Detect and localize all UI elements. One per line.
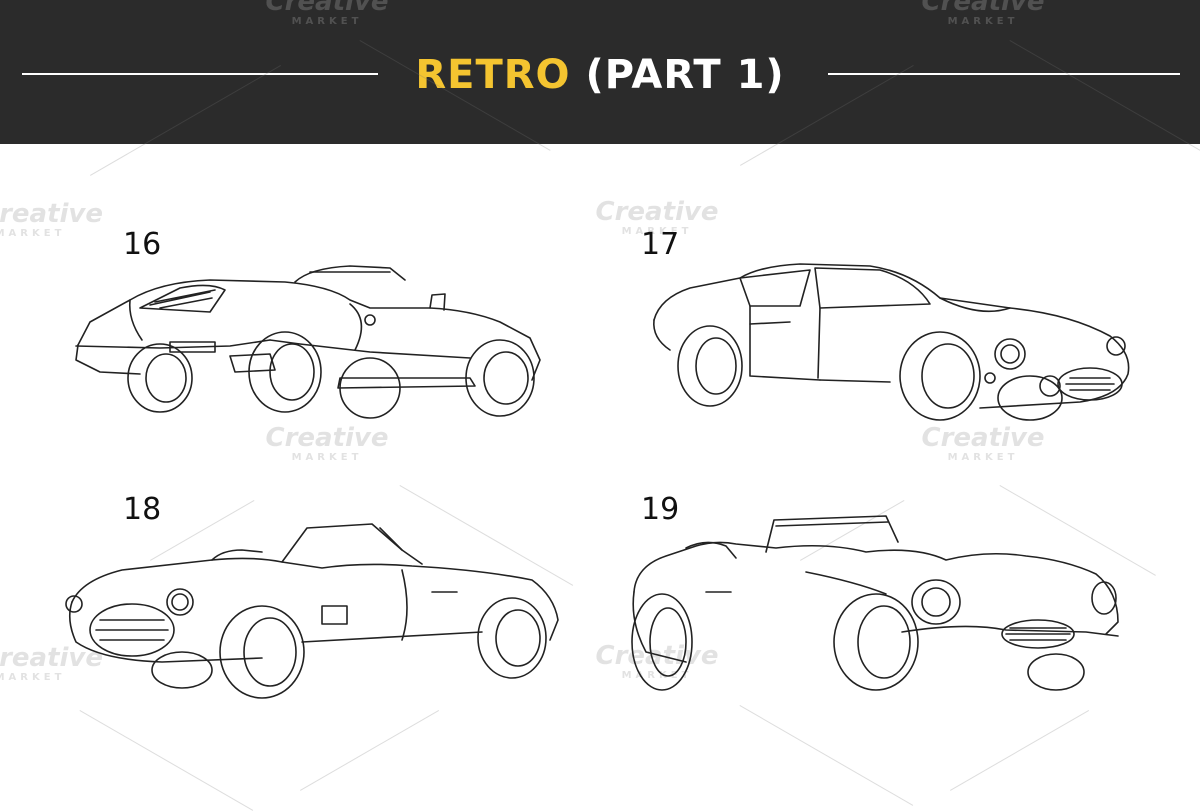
title-accent: RETRO xyxy=(415,52,570,98)
watermark-brand: Creative xyxy=(918,0,1048,16)
watermark-sub: MARKET xyxy=(918,452,1048,463)
page-title: RETRO (PART 1) xyxy=(0,50,1200,100)
watermark: Creative MARKET xyxy=(918,424,1048,463)
watermark-sub: MARKET xyxy=(918,16,1048,27)
watermark-brand: Creative xyxy=(0,200,80,228)
watermark: Creative MARKET xyxy=(918,0,1048,27)
coupe-front-view-icon xyxy=(650,258,1140,428)
watermark: Creative MARKET xyxy=(262,0,392,27)
watermark-sub: MARKET xyxy=(262,16,392,27)
watermark-brand: Creative xyxy=(262,424,392,452)
watermark-sub: MARKET xyxy=(0,228,80,239)
watermark-line xyxy=(80,710,254,811)
car-number: 17 xyxy=(641,228,679,262)
roadster-rear-view-icon xyxy=(70,260,560,420)
car-number: 16 xyxy=(123,228,161,262)
watermark-brand: Creative xyxy=(592,198,722,226)
watermark: Creative MARKET xyxy=(262,424,392,463)
watermark: Creative MARKET xyxy=(0,200,80,239)
watermark-line xyxy=(740,705,914,806)
sports-car-front-view-icon xyxy=(626,512,1126,697)
watermark-brand: Creative xyxy=(918,424,1048,452)
watermark-sub: MARKET xyxy=(262,452,392,463)
convertible-front-view-icon xyxy=(62,520,562,700)
watermark-line xyxy=(950,710,1089,791)
title-rest: (PART 1) xyxy=(585,52,784,98)
watermark-line xyxy=(300,710,439,791)
watermark-brand: Creative xyxy=(262,0,392,16)
